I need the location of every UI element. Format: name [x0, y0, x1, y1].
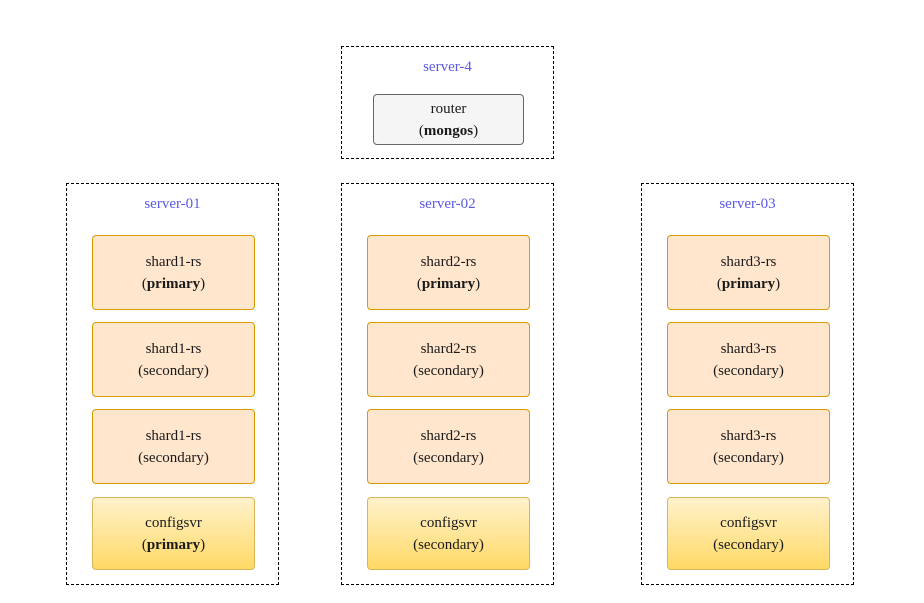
shard2-secondary-node-2[interactable]: shard2-rs (secondary) [367, 409, 530, 484]
shard2-primary-node[interactable]: shard2-rs (primary) [367, 235, 530, 310]
server-4-group: server-4 router (mongos) [341, 46, 554, 159]
router-mongos-node[interactable]: router (mongos) [373, 94, 524, 145]
configsvr-secondary-node-s2[interactable]: configsvr (secondary) [367, 497, 530, 570]
server-02-title: server-02 [419, 196, 476, 212]
server-01-group: server-01 shard1-rs (primary) shard1-rs … [66, 183, 279, 585]
shard3-primary-node[interactable]: shard3-rs (primary) [667, 235, 830, 310]
shard3-secondary-node-2[interactable]: shard3-rs (secondary) [667, 409, 830, 484]
configsvr-secondary-node-s3[interactable]: configsvr (secondary) [667, 497, 830, 570]
shard1-secondary-node-2[interactable]: shard1-rs (secondary) [92, 409, 255, 484]
shard3-secondary-node-1[interactable]: shard3-rs (secondary) [667, 322, 830, 397]
server-03-title: server-03 [719, 196, 776, 212]
server-02-group: server-02 shard2-rs (primary) shard2-rs … [341, 183, 554, 585]
server-01-title: server-01 [144, 196, 201, 212]
configsvr-primary-node[interactable]: configsvr (primary) [92, 497, 255, 570]
shard1-primary-node[interactable]: shard1-rs (primary) [92, 235, 255, 310]
shard1-secondary-node-1[interactable]: shard1-rs (secondary) [92, 322, 255, 397]
router-label: router [430, 100, 467, 117]
server-03-group: server-03 shard3-rs (primary) shard3-rs … [641, 183, 854, 585]
shard2-secondary-node-1[interactable]: shard2-rs (secondary) [367, 322, 530, 397]
router-role: mongos [423, 122, 474, 139]
server-4-title: server-4 [423, 59, 472, 75]
